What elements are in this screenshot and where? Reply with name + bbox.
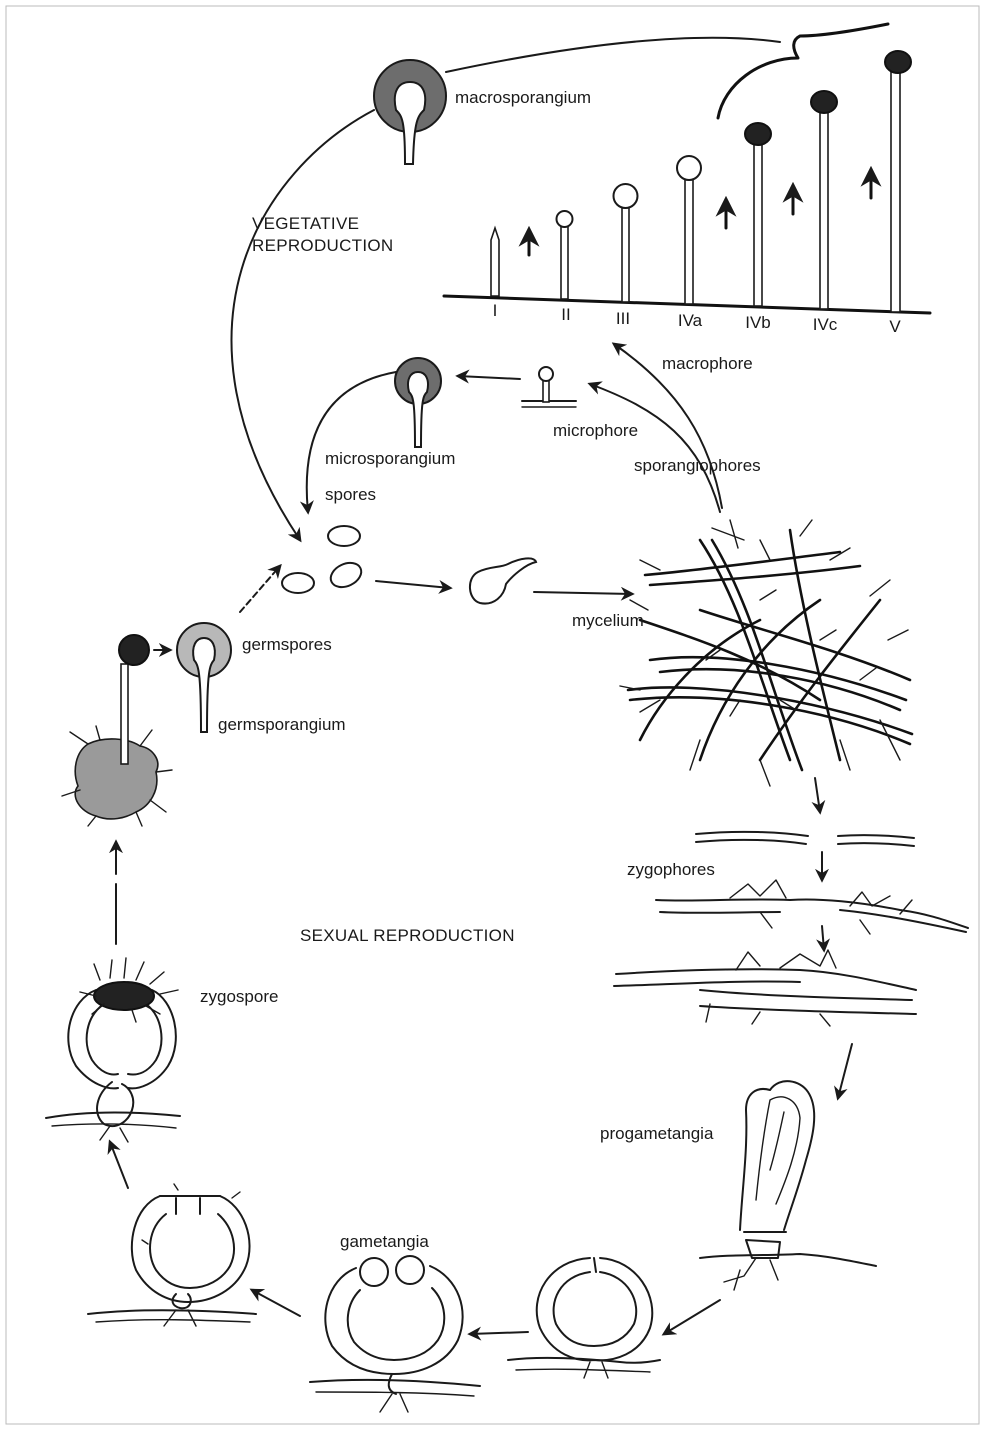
contacting-hyphae [614, 950, 916, 1026]
macrosporangium-label: macrosporangium [455, 88, 591, 107]
vegetative-reproduction-label-line1: VEGETATIVE [252, 214, 359, 233]
progametangia [700, 1081, 876, 1290]
zygophores [656, 880, 968, 934]
arrow-contact-to-progametangia [838, 1044, 852, 1098]
stage-4b-sporangiophore [745, 123, 771, 306]
stage-5-sporangiophore [885, 51, 911, 312]
zygospore-label: zygospore [200, 987, 278, 1006]
vegetative-reproduction-label-line2: REPRODUCTION [252, 236, 394, 255]
arrow-young-to-mature-zygospore [110, 1142, 128, 1188]
sexual-reproduction-label: SEXUAL REPRODUCTION [300, 926, 515, 945]
mycelium [620, 520, 912, 786]
stage-2-sporangiophore [557, 211, 573, 299]
mycelium-label: mycelium [572, 611, 644, 630]
arrow-spores-to-germling [376, 581, 450, 588]
gametangia-label: gametangia [340, 1232, 429, 1251]
arrow-mycelium-to-zygophores [815, 778, 820, 812]
arrow-germsporangium-to-spores [240, 566, 280, 612]
germspores-label: germspores [242, 635, 332, 654]
approaching-hyphae [696, 832, 914, 846]
progametangia-label: progametangia [600, 1124, 714, 1143]
macrophore-label: macrophore [662, 354, 753, 373]
germsporangium-label: germsporangium [218, 715, 346, 734]
microsporangium-label: microsporangium [325, 449, 455, 468]
stage-label-4b: IVb [745, 313, 771, 332]
microsporangium [395, 358, 441, 447]
spores [282, 526, 365, 593]
page-border [6, 6, 979, 1424]
microphore [522, 367, 576, 407]
stage-4c-sporangiophore [811, 91, 837, 309]
arrow-microphore-to-microsporangium [458, 376, 520, 379]
stage-label-3: III [616, 309, 630, 328]
arrow-mycelium-to-microphore [590, 384, 720, 512]
sporangiophores-label: sporangiophores [634, 456, 761, 475]
stage-3-sporangiophore [614, 184, 638, 302]
stage-label-5: V [889, 317, 901, 336]
germinating-spore [470, 558, 536, 603]
spores-label: spores [325, 485, 376, 504]
arrow-progametangia-to-fused [664, 1300, 720, 1334]
fused-gametangia [508, 1258, 660, 1378]
stage-label-1: I [493, 301, 498, 320]
macrosporangium [374, 60, 446, 164]
sporangiophore-stages: I II III IVa IVb IVc V [444, 24, 930, 336]
stage-label-4a: IVa [678, 311, 703, 330]
germinated-zygospore [62, 635, 172, 826]
stage-label-4c: IVc [813, 315, 838, 334]
gametangia [310, 1256, 480, 1412]
zygophores-label: zygophores [627, 860, 715, 879]
stage-label-2: II [561, 305, 570, 324]
arrow-gametangia-to-young-zygospore [252, 1290, 300, 1316]
stage-1-sporangiophore [491, 228, 499, 296]
curve-stages-to-macrosporangium [446, 38, 780, 72]
zygospore [46, 958, 180, 1142]
arrow-fused-to-gametangia [470, 1332, 528, 1334]
microphore-label: microphore [553, 421, 638, 440]
arrow-zygophores-to-contact [822, 926, 824, 950]
arrow-germling-to-mycelium [534, 592, 632, 594]
arrow-macrosporangium-to-spores [232, 110, 374, 540]
young-zygospore [88, 1184, 256, 1326]
stage-4a-sporangiophore [677, 156, 701, 304]
